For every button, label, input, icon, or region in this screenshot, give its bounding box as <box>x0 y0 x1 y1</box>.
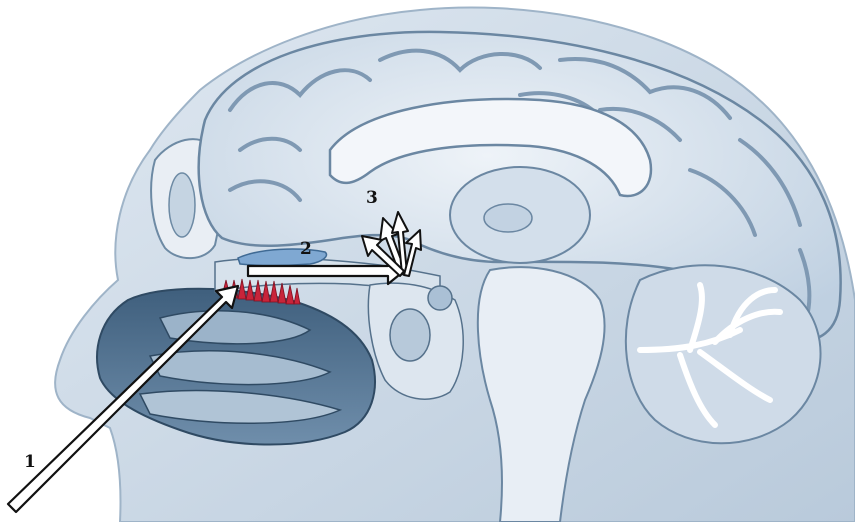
label-number-3: 3 <box>366 190 378 207</box>
cerebellum <box>626 265 821 443</box>
thalamus-inner <box>484 204 532 232</box>
pituitary-gland <box>428 286 452 310</box>
frontal-sinus <box>169 173 195 237</box>
label-number-2: 2 <box>300 241 312 258</box>
sphenoid-sinus <box>390 309 430 361</box>
label-number-1: 1 <box>24 454 36 471</box>
